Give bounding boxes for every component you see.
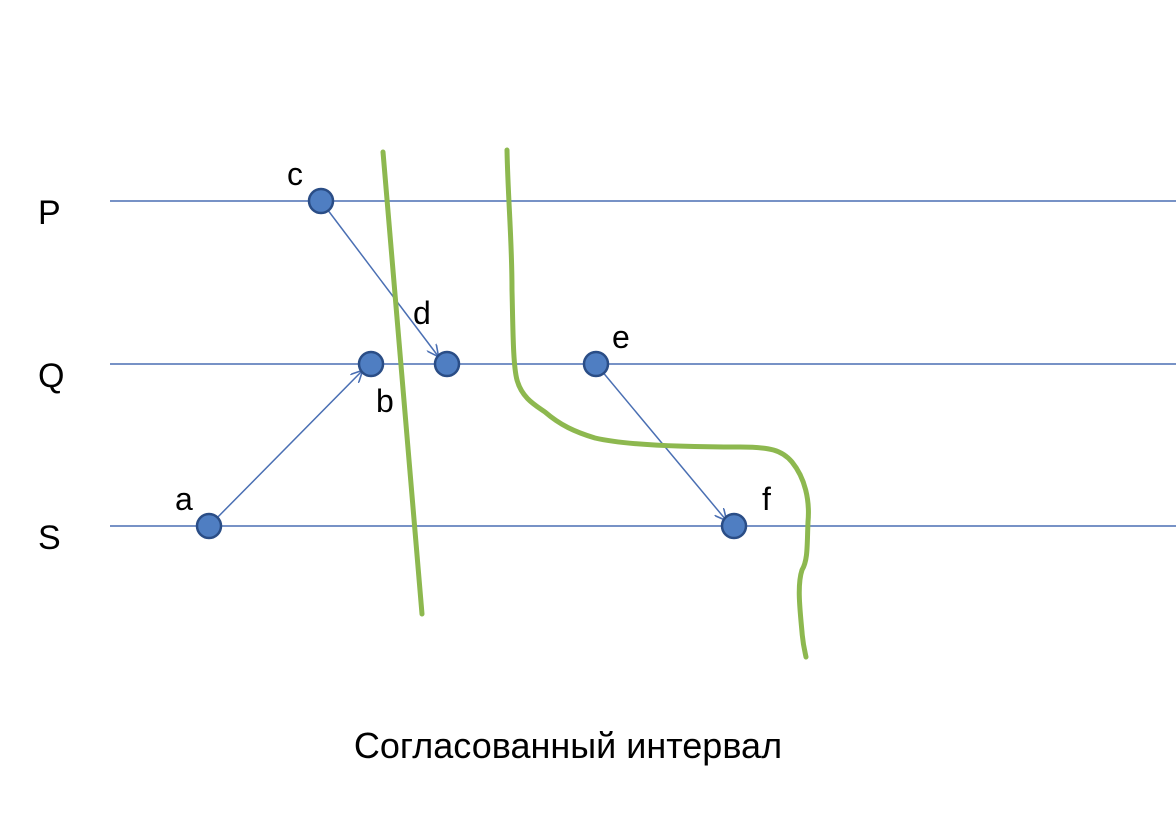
event-node-e bbox=[582, 350, 610, 378]
event-label-a: a bbox=[175, 481, 193, 517]
event-label-b: b bbox=[376, 383, 394, 419]
messages bbox=[208, 200, 726, 527]
cut-line-straight bbox=[380, 149, 425, 617]
event-label-d: d bbox=[413, 295, 431, 331]
process-label-q: Q bbox=[38, 357, 64, 395]
event-label-c: c bbox=[287, 156, 303, 192]
event-labels: a b c d e f bbox=[175, 156, 771, 517]
diagram-caption: Согласованный интервал bbox=[354, 725, 782, 766]
process-labels: P Q S bbox=[38, 194, 64, 557]
event-node-f bbox=[720, 512, 748, 540]
event-node-b bbox=[357, 350, 385, 378]
message-a-to-b bbox=[208, 371, 362, 527]
timelines bbox=[110, 200, 1176, 527]
process-label-p: P bbox=[38, 194, 61, 232]
events bbox=[195, 187, 748, 540]
event-label-f: f bbox=[762, 481, 771, 517]
event-node-a bbox=[195, 512, 223, 540]
cuts bbox=[380, 147, 811, 660]
process-label-s: S bbox=[38, 519, 61, 557]
cut-line-curved bbox=[504, 147, 811, 660]
event-label-e: e bbox=[612, 319, 630, 355]
event-node-d bbox=[433, 350, 461, 378]
message-e-to-f bbox=[595, 363, 726, 520]
event-node-c bbox=[307, 187, 335, 215]
message-c-to-d bbox=[320, 200, 438, 356]
